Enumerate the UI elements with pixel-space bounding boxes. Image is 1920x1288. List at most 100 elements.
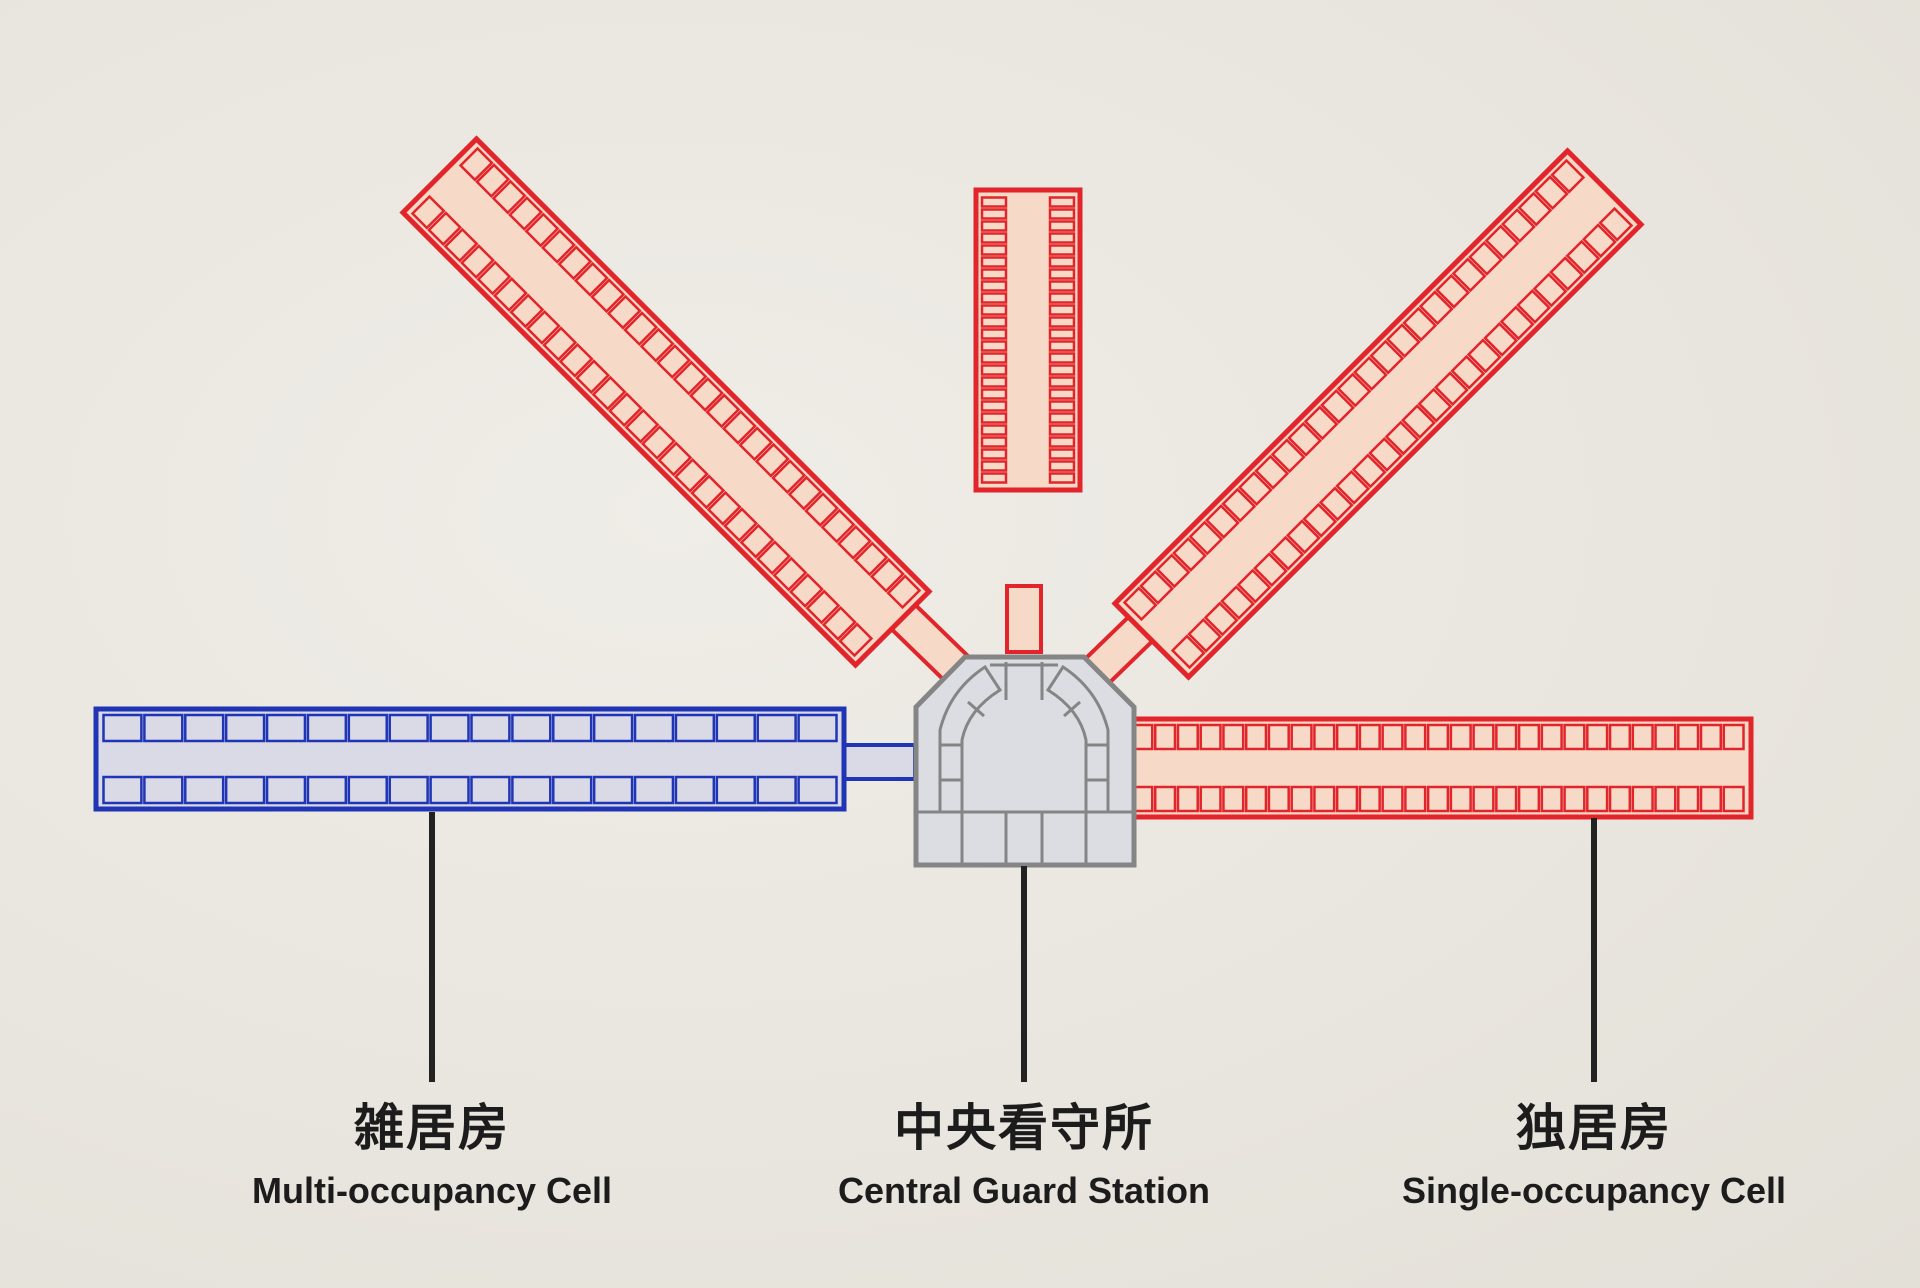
cell <box>821 605 857 641</box>
cell <box>754 442 790 478</box>
cell <box>265 775 307 805</box>
cell <box>1204 504 1240 539</box>
cell <box>789 573 824 608</box>
cell <box>1270 438 1306 474</box>
cell-row-a <box>1131 723 1745 751</box>
cell <box>184 775 225 805</box>
cell <box>590 278 626 314</box>
cell <box>639 327 675 363</box>
cell <box>772 556 808 592</box>
cell <box>558 342 594 378</box>
cell <box>1188 520 1224 556</box>
cell <box>689 376 724 412</box>
cell <box>511 713 552 743</box>
cell <box>1495 723 1518 751</box>
cell <box>410 194 446 230</box>
cell <box>980 208 1008 220</box>
cell <box>837 525 872 560</box>
cell <box>1581 223 1617 259</box>
cell <box>1048 208 1076 220</box>
cell <box>1318 486 1354 522</box>
cell <box>633 775 675 805</box>
station-room-wall <box>938 664 1003 812</box>
cell <box>1048 460 1076 472</box>
cell <box>706 490 742 526</box>
cell <box>756 540 791 576</box>
cell <box>1199 785 1222 813</box>
cell <box>1236 568 1272 604</box>
cell <box>1048 412 1076 424</box>
cell <box>1048 376 1076 388</box>
cell <box>980 340 1008 352</box>
cell <box>470 775 511 805</box>
cell <box>1368 437 1404 472</box>
cell <box>1172 537 1207 572</box>
cell <box>608 392 643 428</box>
cell <box>1352 356 1388 391</box>
cell <box>853 541 889 577</box>
cell <box>980 292 1008 304</box>
cell <box>143 713 184 743</box>
cell <box>715 775 756 805</box>
cell <box>492 277 528 312</box>
cell <box>1631 723 1654 751</box>
cell <box>1222 785 1245 813</box>
cell <box>1153 785 1177 813</box>
cell <box>1404 723 1427 751</box>
cell <box>1335 723 1359 751</box>
cell <box>1122 586 1158 622</box>
cell <box>1472 785 1495 813</box>
cell <box>1267 723 1290 751</box>
cell <box>592 713 634 743</box>
cell <box>1677 785 1700 813</box>
cell <box>980 328 1008 340</box>
cell <box>509 293 545 329</box>
cell <box>1417 387 1453 423</box>
cell <box>980 220 1008 232</box>
cell <box>1303 405 1339 441</box>
cell <box>1048 388 1076 400</box>
cell <box>1176 723 1199 751</box>
cell <box>1540 785 1563 813</box>
cell <box>657 441 693 477</box>
single-cell-wing-north <box>973 187 1083 654</box>
single-cell-wing-east <box>1122 716 1754 820</box>
cell <box>1435 273 1471 309</box>
cell <box>1565 239 1601 275</box>
cell <box>1048 400 1076 412</box>
cell <box>347 713 388 743</box>
cell <box>1244 723 1268 751</box>
cell <box>606 294 642 330</box>
cell <box>1048 364 1076 376</box>
cell <box>1048 352 1076 364</box>
cell-row-b <box>1048 196 1076 484</box>
cell <box>429 713 470 743</box>
cell <box>1516 289 1552 324</box>
cell <box>633 713 675 743</box>
cell <box>1048 244 1076 256</box>
cell <box>705 393 741 429</box>
cell <box>1472 723 1495 751</box>
cell <box>460 244 495 279</box>
cell <box>1170 634 1206 670</box>
cell <box>1290 785 1313 813</box>
cell <box>1517 723 1541 751</box>
cell-row-b <box>458 146 922 610</box>
cell <box>1722 723 1745 751</box>
cell <box>1290 723 1313 751</box>
cell <box>306 713 348 743</box>
cell <box>475 163 511 199</box>
cell <box>624 408 660 444</box>
cell <box>1381 723 1404 751</box>
cell <box>1466 338 1502 374</box>
multi-cell-label-en: Multi-occupancy Cell <box>251 1170 613 1211</box>
cell <box>980 400 1008 412</box>
cell <box>1237 471 1273 507</box>
cell <box>1631 785 1654 813</box>
cell <box>476 260 512 296</box>
cell <box>573 261 609 297</box>
cell-row-b <box>1131 785 1745 813</box>
multi-cell-wing-west <box>93 706 917 812</box>
cell <box>756 775 797 805</box>
cell <box>1418 290 1454 326</box>
